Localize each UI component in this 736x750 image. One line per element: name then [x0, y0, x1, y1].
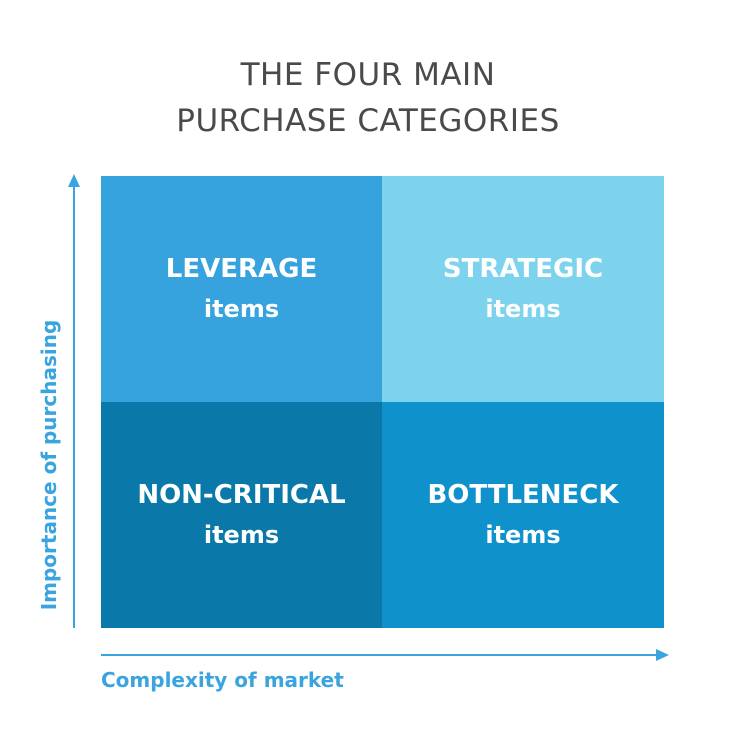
quadrant-strategic: STRATEGIC items	[382, 176, 664, 402]
x-axis-arrowhead	[656, 649, 669, 661]
quadrant-bottleneck: BOTTLENECK items	[382, 402, 664, 628]
quadrant-bottleneck-subtitle: items	[485, 521, 561, 549]
quadrant-non-critical: NON-CRITICAL items	[101, 402, 382, 628]
x-axis-label: Complexity of market	[101, 668, 344, 692]
y-axis-arrowhead	[68, 174, 80, 187]
quadrant-strategic-subtitle: items	[485, 295, 561, 323]
diagram-title: THE FOUR MAIN PURCHASE CATEGORIES	[0, 52, 736, 144]
title-line-2: PURCHASE CATEGORIES	[176, 103, 560, 139]
quadrant-leverage-subtitle: items	[203, 295, 280, 323]
quadrant-non-critical-subtitle: items	[203, 521, 280, 549]
quadrant-leverage: LEVERAGE items	[101, 176, 382, 402]
quadrant-bottleneck-title: BOTTLENECK	[427, 480, 619, 510]
quadrant-strategic-title: STRATEGIC	[442, 254, 604, 284]
purchase-matrix: LEVERAGE items STRATEGIC items NON-CRITI…	[101, 176, 664, 628]
quadrant-leverage-title: LEVERAGE	[165, 254, 318, 284]
quadrant-non-critical-title: NON-CRITICAL	[137, 480, 346, 510]
title-line-1: THE FOUR MAIN	[240, 57, 496, 93]
y-axis-label: Importance of purchasing	[37, 319, 61, 611]
